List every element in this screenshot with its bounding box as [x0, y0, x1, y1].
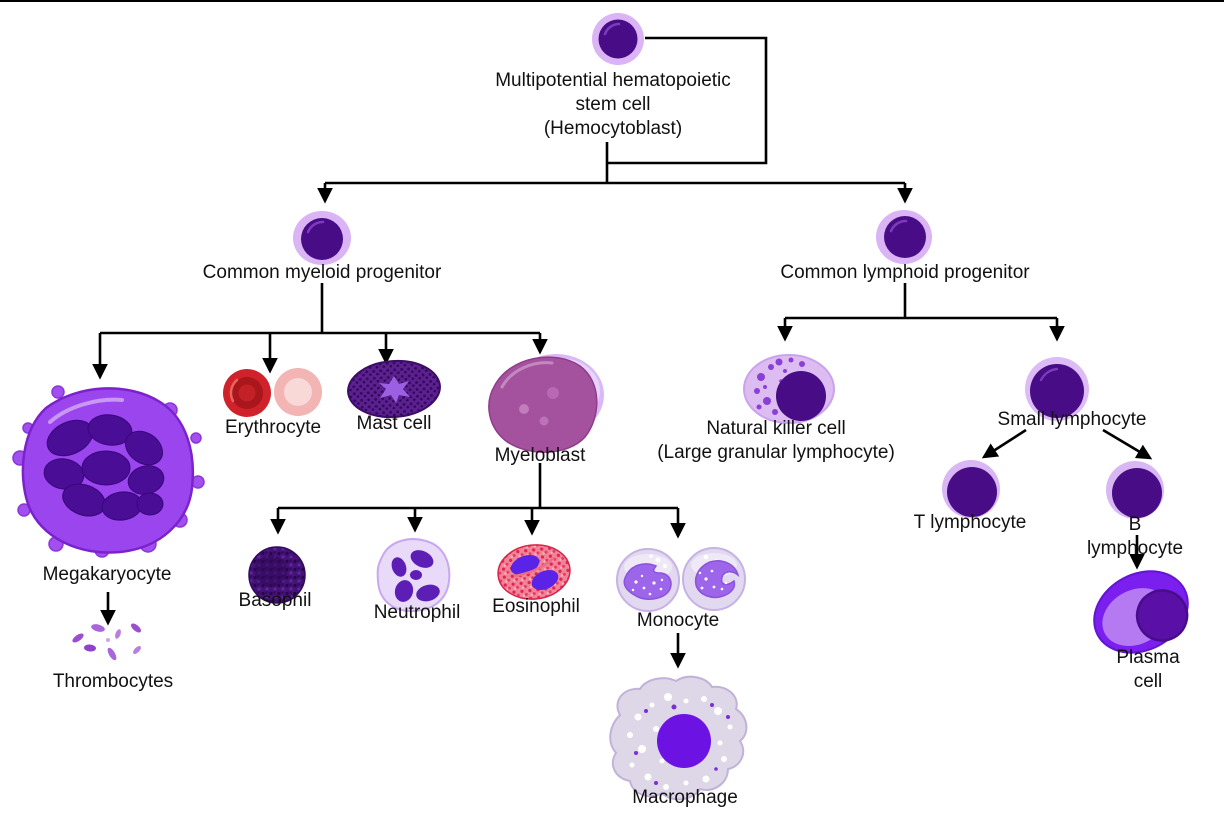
label-megakaryocyte: Megakaryocyte: [42, 564, 172, 585]
label-b-lymphocyte: B lymphocyte: [1086, 514, 1184, 559]
lymphocyte-cell-icon: [1106, 461, 1164, 519]
label-mast-cell: Mast cell: [356, 413, 432, 434]
arrow-to-t-lymphocyte: [981, 428, 1027, 459]
lymphocyte-cell-icon: [1025, 357, 1089, 421]
erythrocyte-cell-icon: [223, 369, 271, 417]
basophil-cell-icon: [248, 546, 306, 604]
arrow-to-b-lymphocyte: [1102, 428, 1153, 460]
label-hemocytoblast: Multipotential hematopoietic stem cell (…: [495, 70, 731, 139]
megakaryocyte-cell-icon: [12, 385, 205, 558]
label-plasma-cell: Plasma cell: [1116, 647, 1180, 692]
label-thrombocytes: Thrombocytes: [52, 671, 174, 692]
label-erythrocyte: Erythrocyte: [224, 417, 322, 438]
myeloblast-cell-icon: [488, 354, 604, 453]
label-eosinophil: Eosinophil: [492, 596, 580, 617]
erythrocyte-pale-cell-icon: [274, 368, 322, 416]
label-t-lymphocyte: T lymphocyte: [913, 512, 1027, 533]
macrophage-cell-icon: [609, 675, 748, 801]
progenitor-cell-icon: [293, 211, 351, 265]
nk-cell-icon: [743, 354, 835, 424]
progenitor-cell-icon: [876, 210, 932, 264]
connector-root-loop: [607, 36, 768, 165]
label-small-lymphocyte: Small lymphocyte: [997, 409, 1147, 430]
top-border-line: [0, 0, 1224, 2]
monocyte-cell-icon: [616, 547, 746, 612]
label-basophil: Basophil: [238, 590, 312, 611]
lymphocyte-cell-icon: [942, 460, 1000, 518]
thrombocytes-fragments-icon: [72, 623, 141, 661]
plasma-cell-icon: [1093, 570, 1189, 654]
label-monocyte: Monocyte: [636, 610, 720, 631]
label-neutrophil: Neutrophil: [373, 602, 461, 623]
eosinophil-cell-icon: [497, 544, 571, 600]
stem-cell-icon: [592, 13, 644, 65]
label-macrophage: Macrophage: [632, 787, 738, 808]
label-natural-killer: Natural killer cell (Large granular lymp…: [657, 418, 895, 463]
label-common-lymphoid: Common lymphoid progenitor: [780, 262, 1030, 283]
label-myeloblast: Myeloblast: [494, 445, 586, 466]
label-common-myeloid: Common myeloid progenitor: [202, 262, 442, 283]
neutrophil-cell-icon: [376, 538, 451, 613]
mast-cell-icon: [347, 359, 441, 419]
connector-lines: [92, 36, 1153, 669]
